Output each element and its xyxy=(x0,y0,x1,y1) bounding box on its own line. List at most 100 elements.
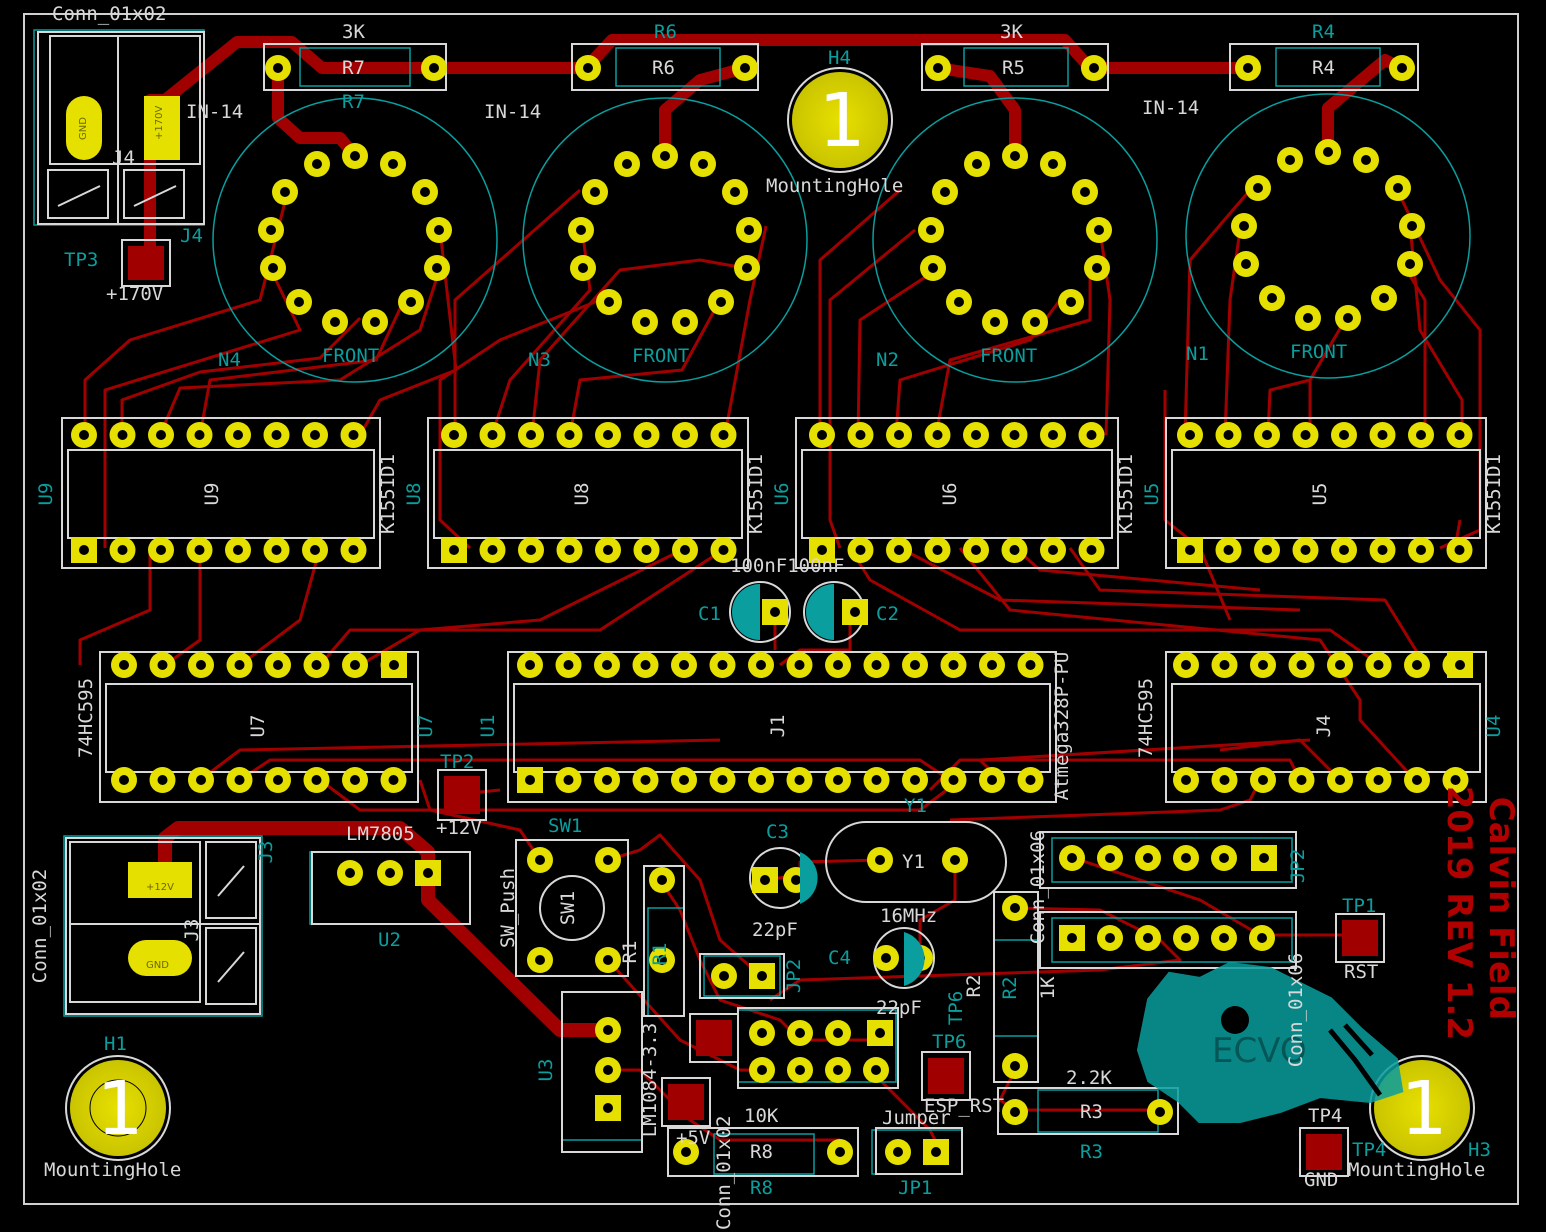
label-sw1-top: SW1 xyxy=(548,815,582,837)
pad xyxy=(1250,767,1276,793)
label-esp-rst: ESP_RST xyxy=(924,1095,1004,1117)
pad xyxy=(149,767,176,793)
label-k155-u6: K155ID1 xyxy=(1115,454,1137,534)
label-j3: J3 xyxy=(181,919,203,942)
label-mounting-h1: MountingHole xyxy=(44,1159,181,1181)
label-r3: R3 xyxy=(1080,1101,1103,1123)
pad xyxy=(1215,537,1242,563)
pad xyxy=(1059,925,1085,951)
label-k155-u5: K155ID1 xyxy=(1483,454,1505,534)
pad xyxy=(1446,422,1473,448)
pad xyxy=(749,963,775,989)
pad xyxy=(441,422,467,448)
label-in14-b: IN-14 xyxy=(484,101,541,123)
pad xyxy=(381,652,407,678)
label-jp1: JP1 xyxy=(898,1177,932,1199)
label-sw1: SW1 xyxy=(557,891,579,925)
pad-label-gnd-j4: GND xyxy=(78,117,89,140)
pad xyxy=(885,1139,911,1165)
label-r5: R5 xyxy=(1002,57,1025,79)
pad xyxy=(1331,537,1357,563)
label-u6: U6 xyxy=(939,483,961,506)
label-r6-fab: R6 xyxy=(654,21,677,43)
label-tp1: TP1 xyxy=(1342,895,1376,917)
pad xyxy=(1251,845,1277,871)
pad xyxy=(595,1017,621,1043)
pad xyxy=(1446,537,1473,563)
pad xyxy=(263,422,290,448)
pad xyxy=(1365,767,1392,793)
label-front-n2: FRONT xyxy=(980,345,1037,367)
label-lm1084: LM1084-3.3 xyxy=(639,1023,661,1137)
label-r5-val: 3K xyxy=(1000,21,1023,43)
label-rst: RST xyxy=(1344,961,1378,983)
label-u5: U5 xyxy=(1309,483,1331,506)
label-tp4-side: TP4 xyxy=(1308,1105,1342,1127)
pad xyxy=(942,847,968,873)
pad xyxy=(1001,422,1028,448)
pad xyxy=(518,422,544,448)
pad xyxy=(979,652,1005,678)
pad xyxy=(303,767,330,793)
pad xyxy=(148,422,174,448)
pad xyxy=(441,537,467,563)
pad xyxy=(842,599,868,625)
pad xyxy=(867,1020,893,1046)
pad xyxy=(825,652,851,678)
label-jp2-fab: JP2 xyxy=(1287,849,1309,883)
pad-label-plus170: +170V xyxy=(154,106,165,140)
pad xyxy=(595,847,621,873)
label-h4: H4 xyxy=(828,47,851,69)
pad xyxy=(710,422,737,448)
pad xyxy=(479,422,506,448)
label-j4: J4 xyxy=(112,147,135,169)
pad xyxy=(188,652,214,678)
pad xyxy=(923,1139,949,1165)
label-h3: H3 xyxy=(1468,1139,1491,1161)
label-tp6: TP6 xyxy=(932,1031,966,1053)
nixie-tube-pads xyxy=(258,139,1425,335)
label-jumper: Jumper xyxy=(882,1107,951,1129)
terminal-pads xyxy=(66,96,192,976)
pad xyxy=(1081,55,1107,81)
pad xyxy=(963,422,989,448)
label-y1: Y1 xyxy=(902,851,925,873)
label-n2: N2 xyxy=(876,349,899,371)
label-tp6-side: TP6 xyxy=(945,991,967,1025)
label-r2: R2 xyxy=(963,975,985,998)
pad xyxy=(809,422,835,448)
mascot-artwork xyxy=(1136,961,1404,1123)
label-r6: R6 xyxy=(652,57,675,79)
pad xyxy=(595,422,621,448)
pad xyxy=(924,537,951,563)
label-lm7805: LM7805 xyxy=(346,823,415,845)
label-tp2: TP2 xyxy=(440,751,474,773)
pad xyxy=(809,537,835,563)
pad xyxy=(1173,767,1199,793)
label-r8-fab: R8 xyxy=(750,1177,773,1199)
label-r2-fab: R2 xyxy=(999,977,1021,1000)
pad xyxy=(556,422,583,448)
pad xyxy=(709,767,736,793)
pad xyxy=(709,652,736,678)
pad xyxy=(556,537,583,563)
pad xyxy=(1040,537,1066,563)
label-r4-fab: R4 xyxy=(1312,21,1335,43)
pad xyxy=(111,767,137,793)
pad xyxy=(263,537,290,563)
pad xyxy=(1254,537,1280,563)
pad xyxy=(302,537,328,563)
pad xyxy=(786,767,813,793)
pad xyxy=(1408,537,1434,563)
label-atmega: Atmega328P-PU xyxy=(1051,652,1073,801)
pad xyxy=(226,652,253,678)
pad xyxy=(595,537,621,563)
pad xyxy=(847,422,874,448)
mascot-text: ECVO xyxy=(1212,1031,1307,1071)
label-front-n1: FRONT xyxy=(1290,341,1347,363)
label-r4: R4 xyxy=(1312,57,1335,79)
pad xyxy=(1408,422,1434,448)
pad xyxy=(594,652,620,678)
pad xyxy=(380,767,407,793)
pad xyxy=(1017,652,1044,678)
